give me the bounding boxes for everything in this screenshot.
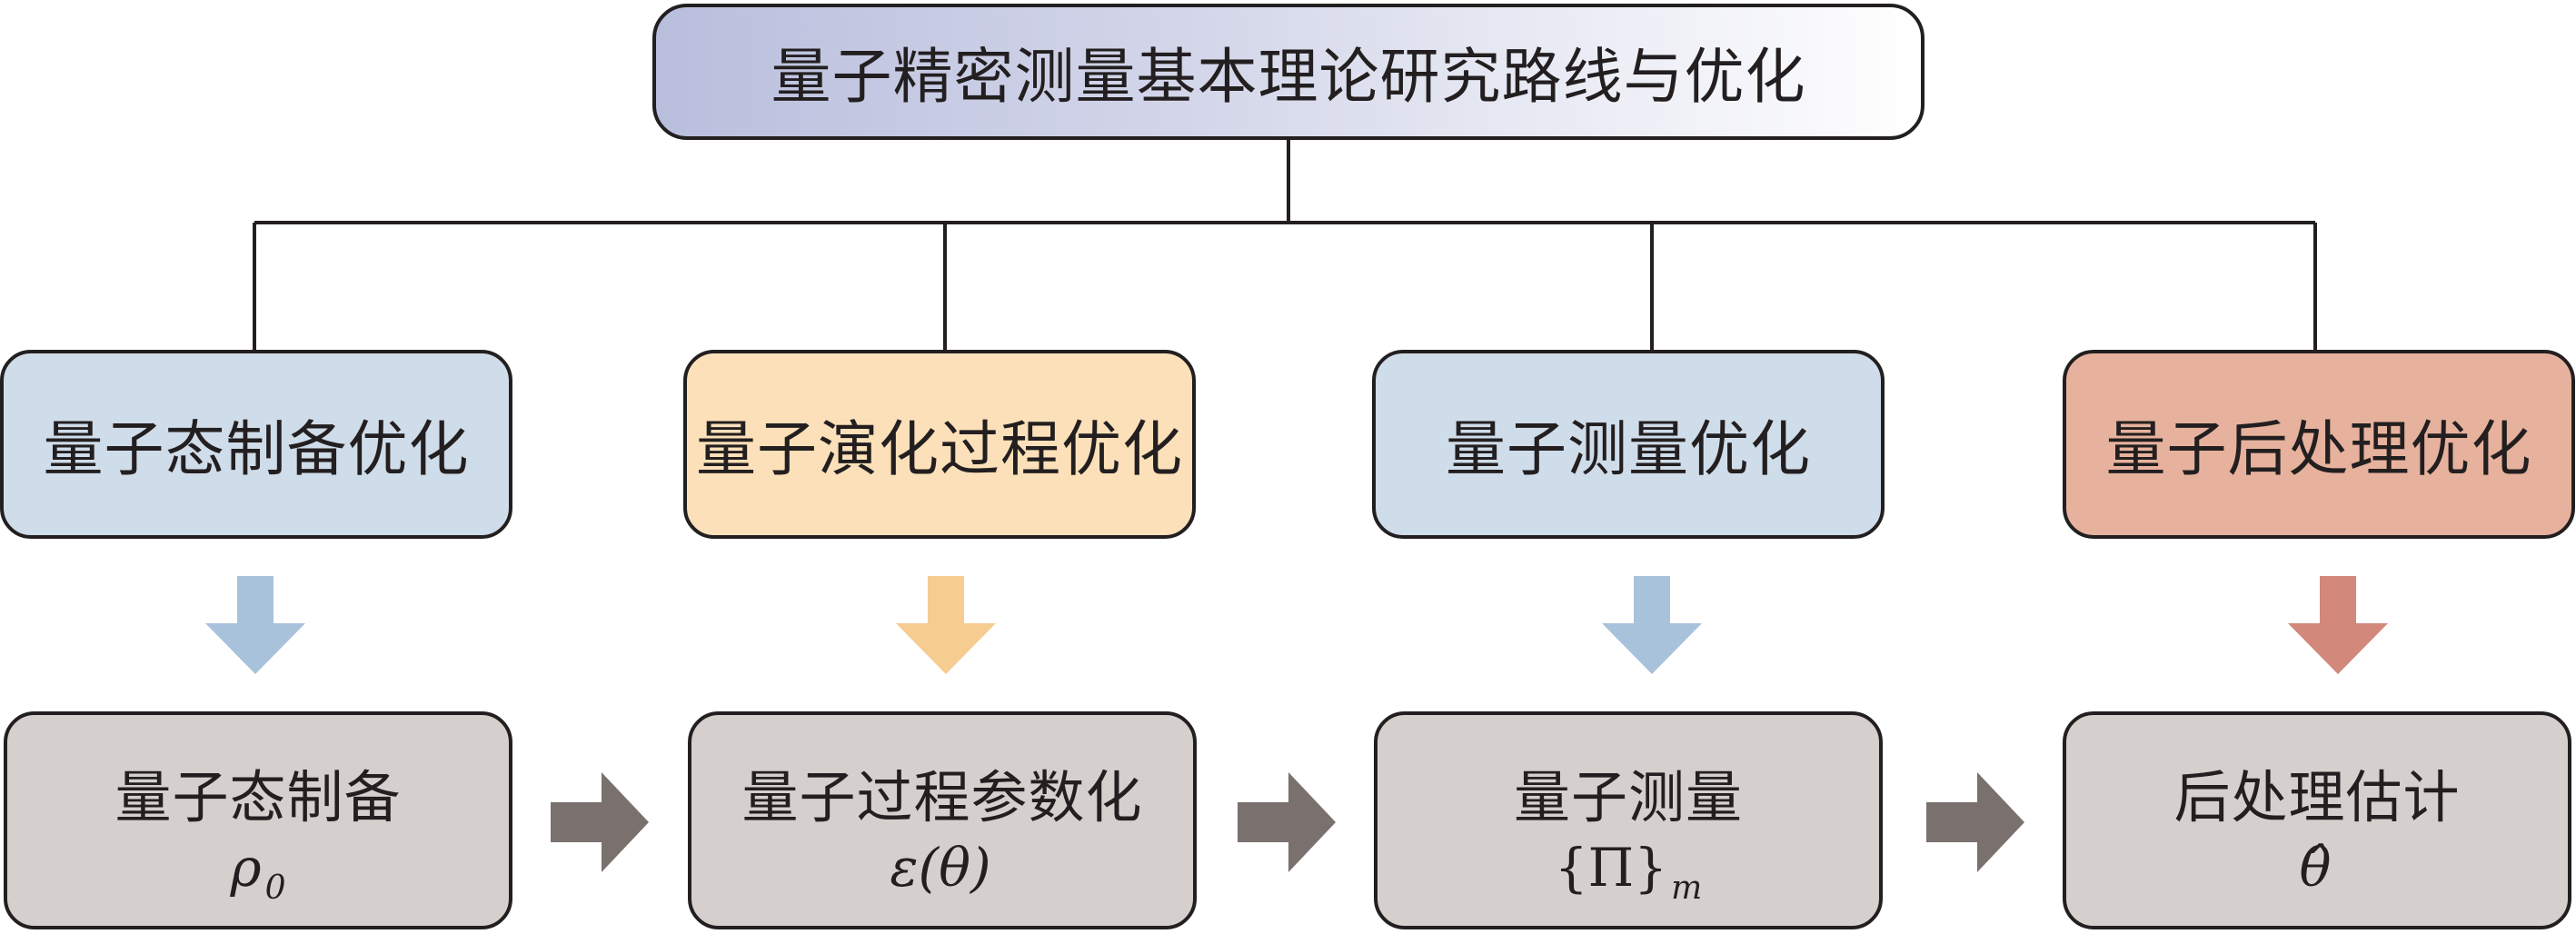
down-arrow-icon (1602, 576, 1702, 674)
category-label: 量子演化过程优化 (696, 414, 1183, 484)
title-box: 量子精密测量基本理论研究路线与优化 (652, 4, 1925, 140)
category-box-measurement: 量子测量优化 (1372, 350, 1885, 539)
category-label: 量子态制备优化 (43, 414, 470, 484)
result-symbol: θ̂ (2299, 837, 2332, 899)
down-arrow-icon (896, 576, 996, 674)
title-text: 量子精密测量基本理论研究路线与优化 (771, 42, 1806, 112)
category-box-post-processing: 量子后处理优化 (2063, 350, 2575, 539)
result-box-estimation: 后处理估计 θ̂ (2063, 711, 2571, 929)
result-box-process: 量子过程参数化 ε(θ) (688, 711, 1197, 929)
result-symbol: {Π}m (1554, 837, 1703, 907)
category-label: 量子后处理优化 (2105, 414, 2532, 484)
result-symbol: ε(θ) (890, 837, 991, 899)
result-label: 后处理估计 (2173, 764, 2461, 830)
result-box-measurement: 量子测量 {Π}m (1374, 711, 1883, 929)
result-label: 量子态制备 (114, 764, 402, 830)
right-arrow-icon (551, 772, 649, 872)
down-arrow-icon (2288, 576, 2388, 674)
category-box-state-preparation: 量子态制备优化 (0, 350, 512, 539)
result-label: 量子测量 (1513, 764, 1743, 830)
category-label: 量子测量优化 (1446, 414, 1811, 484)
right-arrow-icon (1926, 772, 2024, 872)
down-arrow-icon (205, 576, 305, 674)
right-arrow-icon (1238, 772, 1336, 872)
result-label: 量子过程参数化 (741, 764, 1143, 830)
category-box-evolution: 量子演化过程优化 (683, 350, 1196, 539)
